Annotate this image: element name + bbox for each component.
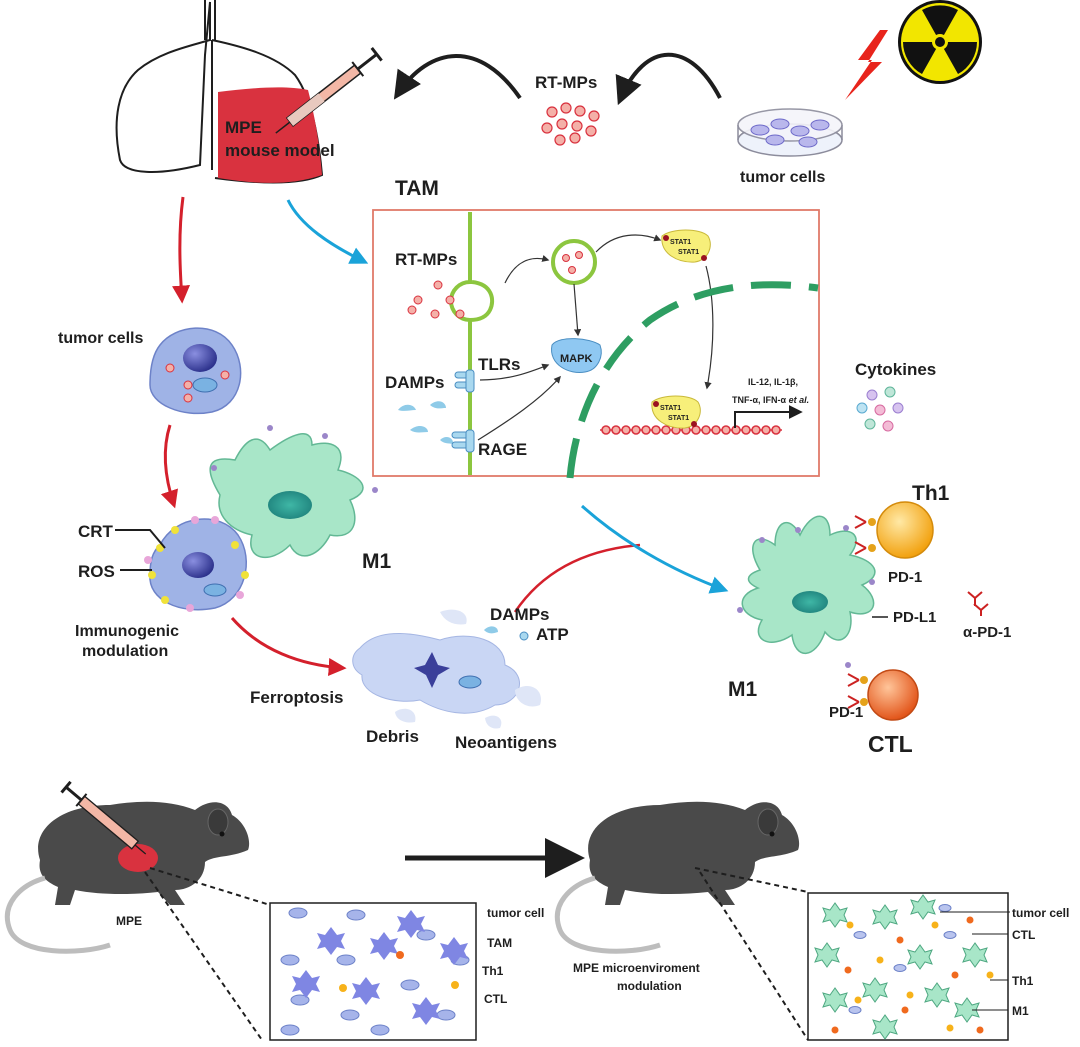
dna-strand: [600, 425, 782, 435]
ros-label: ROS: [78, 562, 115, 581]
petri-dish-icon: [737, 108, 843, 157]
arrow-blue-top: [286, 199, 369, 264]
tumor-cell-mid: [149, 327, 242, 415]
left-legend-tumor-cell: tumor cell: [487, 906, 544, 920]
immunogenic-label-2: modulation: [82, 643, 168, 660]
stat1-label-4: STAT1: [668, 415, 689, 422]
stat1-label-2: STAT1: [678, 249, 699, 256]
ferroptosis-label: Ferroptosis: [250, 688, 344, 707]
arrow-cells-to-rtmps: [615, 52, 722, 106]
mpe-panel-cells: [280, 907, 470, 1036]
m1-label-left: M1: [362, 550, 391, 573]
arrow-red-damps: [513, 543, 641, 613]
th1-label: Th1: [912, 482, 950, 505]
transcription-arrow: [734, 405, 803, 428]
rtmps-label-top: RT-MPs: [535, 73, 597, 92]
modulation-panel-cells: [814, 894, 994, 1040]
rtmps-particles-top: [541, 102, 600, 146]
left-legend-th1: Th1: [482, 964, 504, 978]
arrow-red-2: [160, 424, 178, 509]
syringe-icon-bottom: [60, 780, 147, 855]
rage-receptor: [451, 429, 475, 453]
arrow-rtmps-to-lung: [393, 54, 522, 100]
immunogenic-label-1: Immunogenic: [75, 623, 179, 640]
endosome: [551, 239, 597, 285]
rage-label: RAGE: [478, 440, 527, 459]
arrow-red-1: [172, 196, 191, 304]
nuclear-membrane: [566, 281, 819, 479]
alpha-pd1-label: α-PD-1: [963, 624, 1011, 641]
tumor-cells-label-mid: tumor cells: [58, 330, 143, 347]
right-legend-tumor-cell: tumor cell: [1012, 906, 1069, 920]
alpha-pd1-antibody-icon: [967, 591, 989, 616]
mouse-icon-right: [554, 801, 800, 954]
damps-label-box: DAMPs: [385, 373, 445, 392]
syringe-icon: [275, 47, 383, 134]
crt-label: CRT: [78, 522, 114, 541]
damps-label-mid: DAMPs: [490, 605, 550, 624]
mpe-model-label-1: MPE: [225, 118, 262, 137]
left-legend-ctl: CTL: [484, 992, 507, 1006]
arrow-red-3: [230, 617, 347, 676]
dying-tumor-cell: [144, 516, 249, 612]
th1-cell: [854, 501, 934, 559]
cytokines-label: Cytokines: [855, 360, 936, 379]
tam-title: TAM: [395, 177, 439, 200]
cell-debris: [352, 609, 541, 729]
cytokine-list-2: TNF-α, IFN-α et al.: [732, 395, 809, 405]
mouse-icon: [4, 801, 250, 954]
macrophage-m1-left: [209, 425, 378, 559]
rtmps-label-box: RT-MPs: [395, 250, 457, 269]
left-legend-tam: TAM: [487, 936, 512, 950]
macrophage-m1-right: [737, 515, 876, 668]
right-legend-th1: Th1: [1012, 974, 1034, 988]
right-legend-m1: M1: [1012, 1004, 1029, 1018]
tlr-receptor: [454, 369, 475, 393]
stat1-dimer-top: STAT1 STAT1: [661, 229, 711, 263]
stat1-label-1: STAT1: [670, 239, 691, 246]
tumor-cells-label-top: tumor cells: [740, 169, 825, 186]
mpe-model-label-2: mouse model: [225, 141, 335, 160]
mapk-blob: [551, 338, 602, 374]
tlrs-label: TLRs: [478, 355, 521, 374]
pd1-label-top: PD-1: [888, 569, 922, 586]
radiation-icon: [898, 0, 982, 84]
damps-fragments-box: [398, 401, 454, 444]
pd1-label-bottom: PD-1: [829, 704, 863, 721]
cytokine-list-1: IL-12, IL-1β,: [748, 377, 798, 387]
pdl1-label: PD-L1: [893, 609, 936, 626]
stat1-dimer-bottom: STAT1 STAT1: [651, 395, 701, 429]
debris-label: Debris: [366, 727, 419, 746]
cytokine-dots: [856, 386, 904, 432]
mpe-label-bottom: MPE: [116, 914, 142, 928]
m1-label-right: M1: [728, 678, 757, 701]
right-legend-ctl: CTL: [1012, 928, 1035, 942]
arrow-blue-bottom: [581, 504, 729, 594]
rtmps-particles-box: [407, 280, 465, 319]
lightning-icon: [845, 30, 888, 100]
modulation-label-1: MPE microenviroment: [573, 961, 700, 975]
modulation-label-2: modulation: [617, 979, 682, 993]
ctl-cell: [847, 669, 919, 721]
ctl-label: CTL: [868, 731, 913, 757]
neoantigens-label: Neoantigens: [455, 733, 557, 752]
stat1-label-3: STAT1: [660, 405, 681, 412]
mapk-label: MAPK: [560, 353, 592, 365]
atp-label: ATP: [536, 625, 569, 644]
